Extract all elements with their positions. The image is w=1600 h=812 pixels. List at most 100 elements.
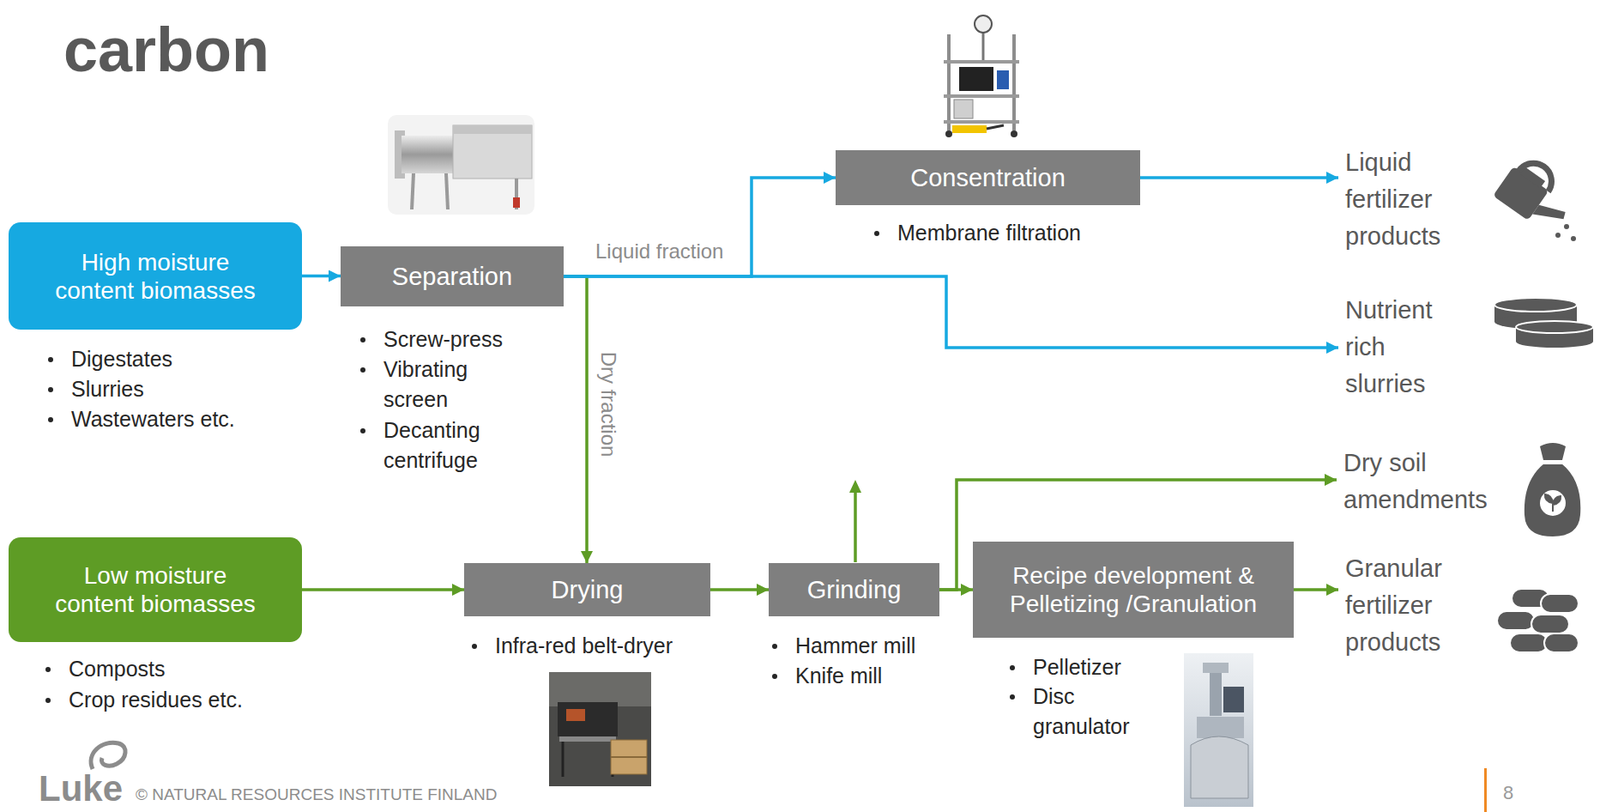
bag-icon xyxy=(1524,442,1581,537)
granulator-photo xyxy=(1223,686,1244,713)
bullet-item: Screw-press xyxy=(383,324,503,355)
membrane-filtration-rig-photo xyxy=(986,125,1004,129)
membrane-filtration-rig-photo xyxy=(1012,34,1016,131)
granulator-photo xyxy=(1190,736,1249,798)
screw-press-photo xyxy=(446,173,448,210)
page-bar xyxy=(1484,767,1487,812)
membrane-filtration-rig-photo xyxy=(943,15,1020,138)
open-arrow xyxy=(853,490,858,562)
granulator-photo xyxy=(1183,652,1254,807)
node-text: High moisture content biomasses xyxy=(47,247,264,305)
node-text: Drying xyxy=(551,574,624,604)
membrane-filtration-rig-photo xyxy=(1010,130,1018,138)
membrane-filtration-rig-photo xyxy=(974,15,992,33)
flow-arrow xyxy=(710,587,769,592)
watering-can-icon xyxy=(1492,151,1582,242)
membrane-filtration-rig-photo xyxy=(952,125,987,133)
screw-press-photo xyxy=(513,197,520,208)
belt-dryer-photo xyxy=(561,741,565,777)
bag-icon xyxy=(1524,442,1581,537)
screw-press-photo xyxy=(401,135,455,174)
bullet-item: Crop residues etc. xyxy=(68,684,243,715)
membrane-filtration-rig-photo xyxy=(943,94,1020,98)
bullet-item: Pelletizer xyxy=(1032,652,1122,683)
watering-can-icon xyxy=(1555,232,1561,238)
node-text: Liquid fertilizer products xyxy=(1345,144,1466,255)
belt-dryer-photo xyxy=(566,708,586,721)
membrane-filtration-rig-photo xyxy=(943,120,1020,124)
pellets-icon xyxy=(1497,610,1535,630)
bullet-item: Vibrating screen xyxy=(383,354,521,415)
membrane-filtration-rig-photo xyxy=(943,60,1020,64)
watering-can-icon xyxy=(1492,151,1582,236)
copyright-note: © NATURAL RESOURCES INSTITUTE FINLAND xyxy=(135,784,498,804)
logo-mark xyxy=(90,742,126,769)
membrane-filtration-rig-photo xyxy=(996,70,1009,90)
pellets-icon xyxy=(1540,593,1579,613)
node-text: Consentration xyxy=(910,163,1066,193)
open-arrow xyxy=(849,479,862,493)
output-label: Nutrient rich slurries xyxy=(1345,291,1466,403)
open-arrow xyxy=(849,479,862,562)
watering-can-icon xyxy=(1532,197,1568,231)
bullet-item: Membrane filtration xyxy=(897,217,1081,248)
flow-arrow xyxy=(1140,175,1339,180)
page-bar xyxy=(1484,767,1487,812)
process-box: Drying xyxy=(464,562,711,616)
flow-arrow xyxy=(563,276,1339,348)
logo-mark xyxy=(90,742,126,769)
input-box: Low moisture content biomasses xyxy=(8,537,302,642)
pellets-icon xyxy=(1531,614,1570,634)
edge-label: Dry fraction xyxy=(596,349,621,460)
screw-press-photo xyxy=(387,114,535,215)
belt-dryer-photo xyxy=(610,755,647,758)
bullet-item: Hammer mill xyxy=(795,630,916,661)
process-box: Recipe development & Pelletizing /Granul… xyxy=(972,541,1294,638)
bullet-item: Composts xyxy=(68,653,166,684)
pellets-icon xyxy=(1509,633,1548,653)
membrane-filtration-rig-photo xyxy=(945,130,953,138)
watering-can-icon xyxy=(1570,235,1576,242)
output-label: Liquid fertilizer products xyxy=(1345,144,1466,255)
screw-press-photo xyxy=(452,125,532,134)
flow-arrow xyxy=(939,587,973,592)
pellets-icon xyxy=(1544,633,1579,653)
flow-arrow xyxy=(563,276,587,563)
connectors xyxy=(301,177,1339,590)
dish-icon xyxy=(1494,297,1577,312)
belt-dryer-photo xyxy=(610,739,647,774)
node-text: Recipe development & Pelletizing /Granul… xyxy=(988,561,1279,618)
bag-icon xyxy=(1539,489,1566,516)
flow-arrow xyxy=(301,587,465,592)
bullet-item: Decanting centrifuge xyxy=(383,415,521,476)
dish-icon xyxy=(1515,335,1594,348)
process-box: Separation xyxy=(340,246,564,307)
dish-icon xyxy=(1494,297,1594,348)
bullet-item: Knife mill xyxy=(795,660,882,691)
membrane-filtration-rig-photo xyxy=(982,32,985,61)
belt-dryer-photo xyxy=(549,671,652,707)
membrane-filtration-rig-photo xyxy=(959,66,994,91)
granulator-photo xyxy=(1202,662,1229,673)
bag-icon xyxy=(1545,494,1561,512)
granulator-photo xyxy=(1183,652,1254,807)
flow-arrow xyxy=(563,177,836,277)
membrane-filtration-rig-photo xyxy=(947,34,951,131)
node-text: Separation xyxy=(392,261,513,291)
belt-dryer-photo xyxy=(557,701,618,737)
flow-arrow xyxy=(1293,587,1339,592)
bullet-item: Slurries xyxy=(71,374,145,405)
watering-can-icon xyxy=(1518,156,1558,192)
screw-press-photo xyxy=(452,125,532,179)
bullet-item: Digestates xyxy=(71,344,173,375)
node-text: Grinding xyxy=(807,574,902,604)
bag-icon xyxy=(1541,459,1564,465)
node-text: Dry soil amendments xyxy=(1343,444,1498,519)
screw-press-photo xyxy=(387,114,535,215)
page-number: 8 xyxy=(1503,781,1514,804)
membrane-filtration-rig-photo xyxy=(953,99,973,119)
belt-dryer-photo xyxy=(549,671,652,786)
input-box: High moisture content biomasses xyxy=(8,222,302,330)
bullet-item: Infra-red belt-dryer xyxy=(495,630,673,661)
